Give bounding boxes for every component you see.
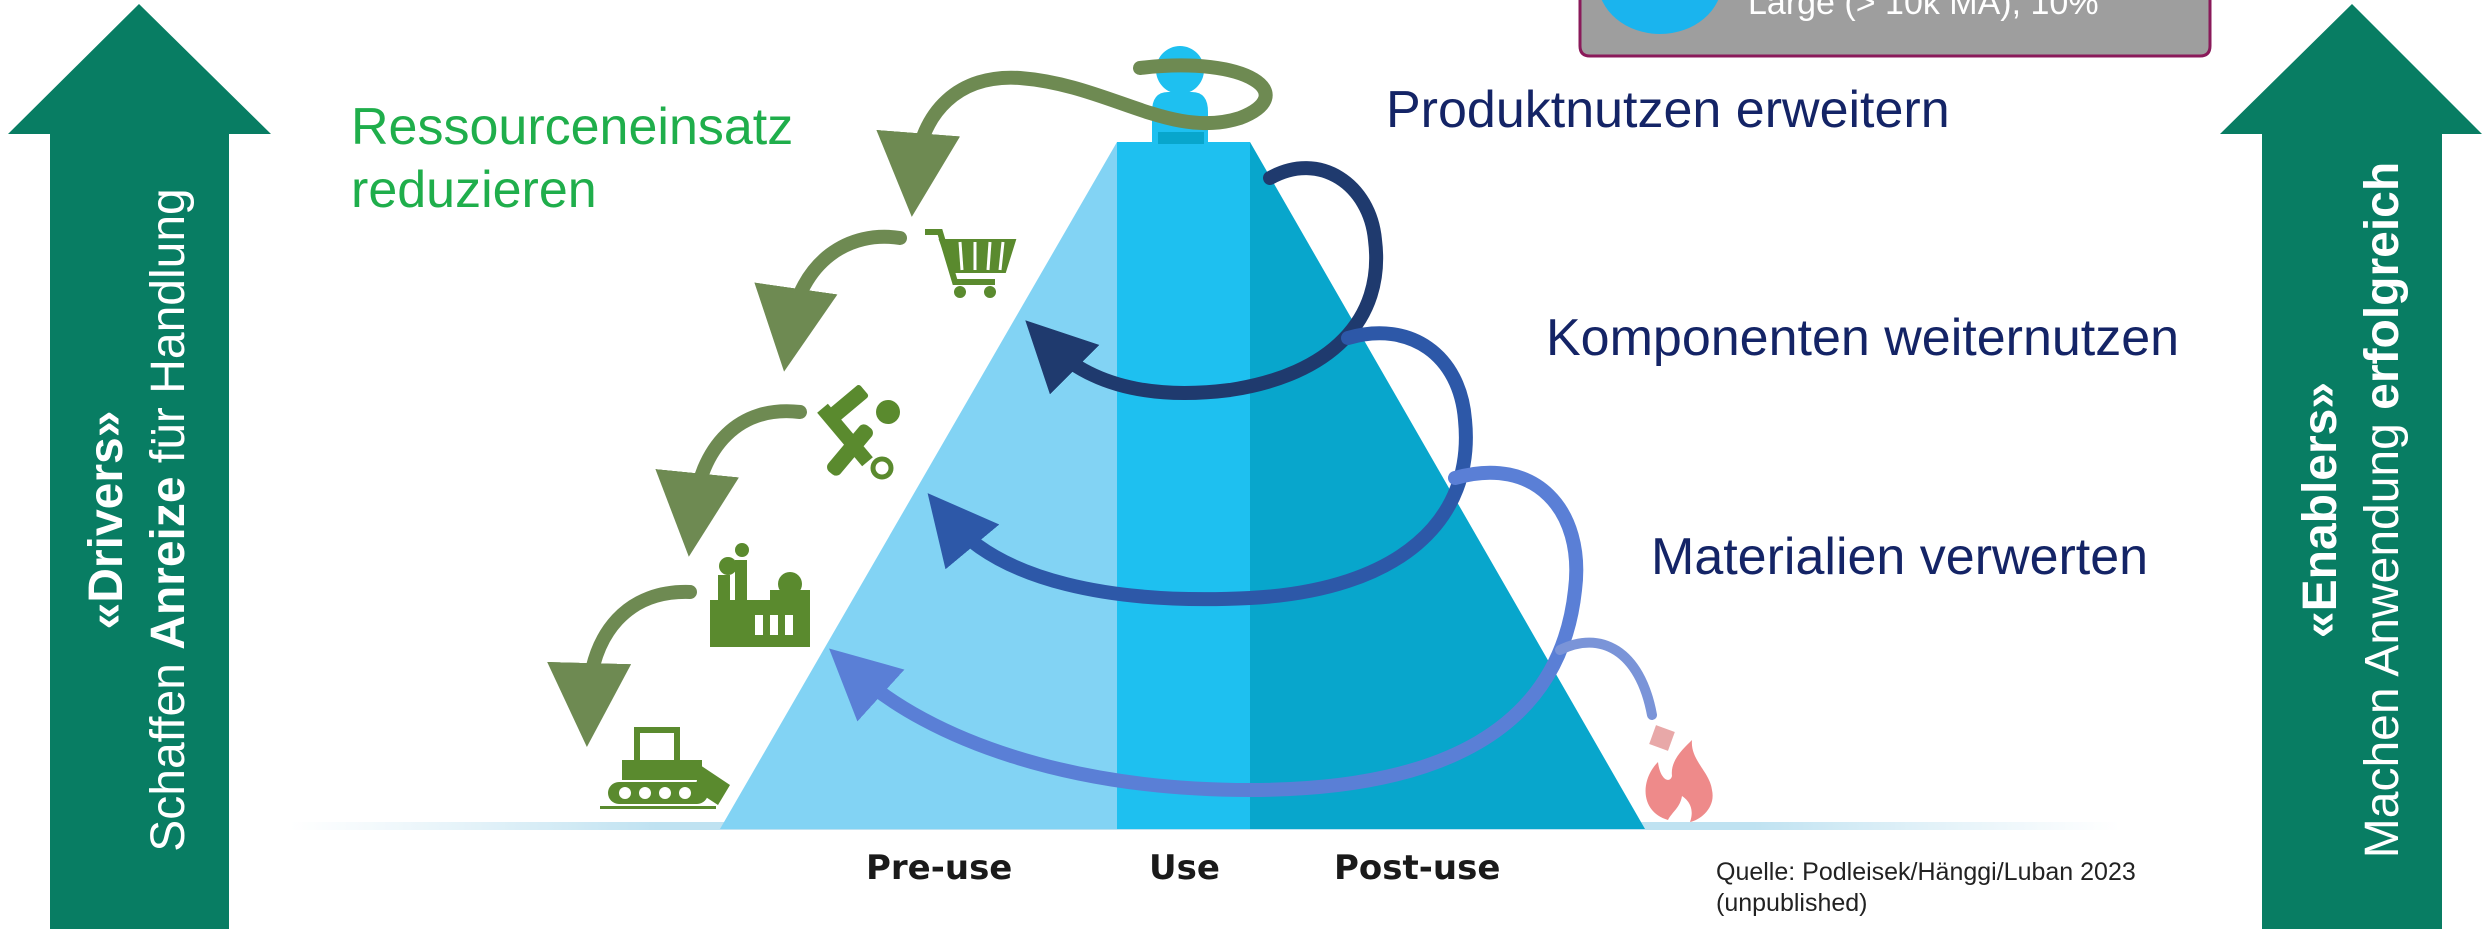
legend-text: Large (> 10k MA), 10% — [1748, 0, 2099, 22]
tools-icon — [817, 385, 900, 480]
drivers-title: «Drivers» — [80, 410, 133, 630]
loop-produktnutzen — [1025, 161, 1384, 400]
loop-materialien — [829, 465, 1584, 798]
cart-icon — [925, 229, 1017, 298]
source-line2: (unpublished) — [1716, 889, 1868, 917]
green-arrow-4 — [547, 584, 697, 747]
label-ressourceneinsatz: Ressourceneinsatz reduzieren — [351, 96, 793, 222]
drivers-arrow — [8, 4, 271, 929]
legend-box — [1578, 0, 2212, 58]
legend-dot — [1601, 0, 1719, 34]
drivers-line-bold: Anreize — [142, 476, 195, 650]
enablers-title: «Enablers» — [2294, 381, 2347, 639]
green-arrow-2 — [754, 229, 907, 372]
label-produktnutzen: Produktnutzen erweitern — [1386, 81, 1950, 139]
label-materialien: Materialien verwerten — [1651, 528, 2149, 586]
drivers-line-pre: Schaffen — [142, 649, 195, 852]
enablers-line-pre: Machen Anwendung — [2356, 409, 2409, 859]
source-note: Quelle: Podleisek/Hänggi/Luban 2023 (unp… — [1716, 857, 2136, 919]
phase-post-use: Post-use — [1334, 848, 1501, 888]
green-arrow-3 — [655, 404, 807, 557]
phase-pre-use: Pre-use — [866, 848, 1013, 888]
loop-tail — [1555, 637, 1657, 720]
fire-icon — [1645, 725, 1713, 822]
label-komponenten: Komponenten weiternutzen — [1546, 309, 2180, 367]
enablers-text: «Enablers» Machen Anwendung erfolgreich — [2290, 162, 2414, 858]
enablers-line-bold: erfolgreich — [2356, 161, 2409, 410]
phase-use: Use — [1149, 848, 1220, 888]
factory-icon — [710, 543, 810, 647]
enablers-arrow — [2220, 4, 2482, 929]
pyramid — [720, 142, 1645, 829]
green-arrow-top — [876, 58, 1273, 217]
drivers-line-post: für Handlung — [142, 188, 195, 477]
label-ressourceneinsatz-line2: reduzieren — [351, 161, 597, 219]
drivers-text: «Drivers» Schaffen Anreize für Handlung — [76, 188, 200, 852]
source-line1: Quelle: Podleisek/Hänggi/Luban 2023 — [1716, 858, 2136, 886]
excavator-icon — [600, 727, 730, 809]
label-ressourceneinsatz-line1: Ressourceneinsatz — [351, 98, 794, 156]
loop-komponenten — [927, 326, 1473, 607]
